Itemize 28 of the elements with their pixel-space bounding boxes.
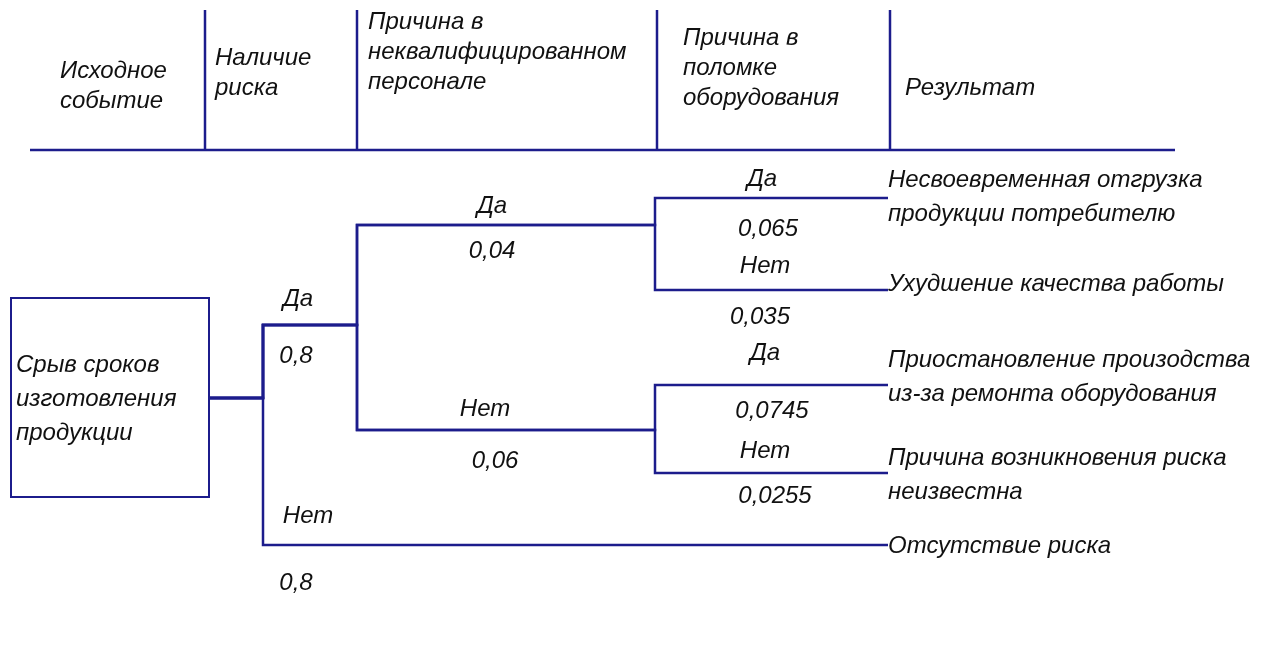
- probability-value: 0,06: [471, 445, 519, 475]
- branch-answer: Нет: [282, 500, 334, 530]
- outcome-text: Несвоевременная отгрузка продукции потребителю: [888, 162, 1268, 230]
- outcome-text: Ухудшение качества работы: [888, 266, 1268, 300]
- column-header: Наличие риска: [215, 42, 313, 102]
- outcome-text: Отсутствие риска: [888, 528, 1268, 562]
- branch-line: [210, 396, 888, 547]
- probability-value: 0,8: [279, 340, 313, 370]
- probability-value: 0,8: [279, 567, 313, 597]
- initial-event-box: Срыв сроков изготовления продукции: [10, 297, 210, 498]
- probability-value: 0,065: [737, 213, 799, 243]
- branch-answer: Нет: [739, 250, 791, 280]
- probability-value: 0,0255: [738, 480, 812, 510]
- column-header: Причина в поломке оборудования: [683, 22, 841, 112]
- column-header: Исходное событие: [60, 55, 168, 115]
- branch-answer: Нет: [739, 435, 791, 465]
- outcome-text: Причина возникновения риска неизвестна: [888, 440, 1268, 508]
- probability-value: 0,0745: [735, 395, 809, 425]
- column-header: Причина в неквалифицированном персонале: [368, 6, 628, 96]
- branch-answer: Да: [476, 190, 508, 220]
- branch-answer: Нет: [459, 393, 511, 423]
- probability-value: 0,035: [729, 301, 791, 331]
- branch-answer: Да: [746, 163, 778, 193]
- branch-answer: Да: [282, 283, 314, 313]
- probability-value: 0,04: [468, 235, 516, 265]
- outcome-text: Приостановление произодства из-за ремонта оборудования: [888, 342, 1273, 410]
- column-header: Результат: [905, 72, 1037, 102]
- branch-answer: Да: [749, 337, 781, 367]
